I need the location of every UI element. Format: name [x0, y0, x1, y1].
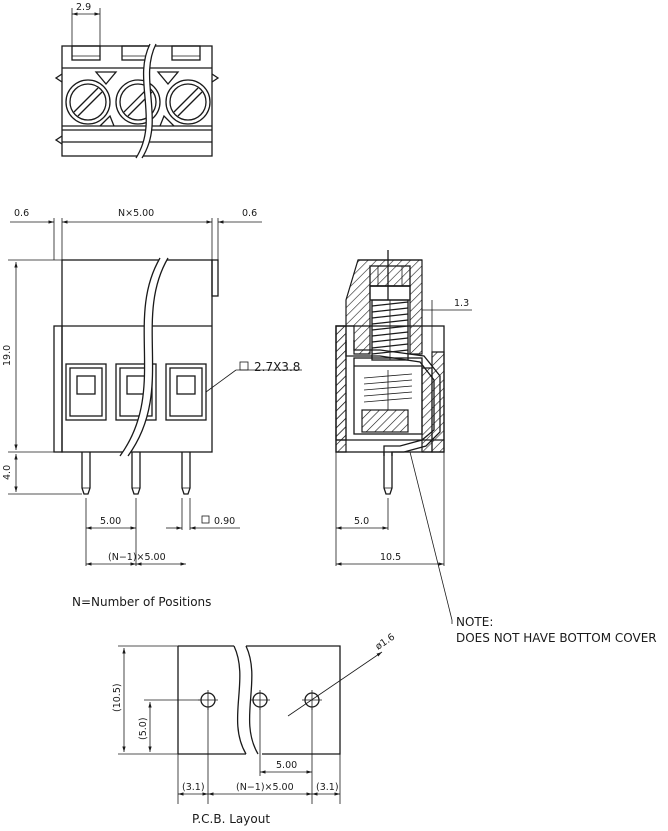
hole-dia-label: ø1.6	[374, 632, 397, 653]
half-height-dim-pcb: (5.0)	[138, 717, 149, 740]
top-view: 2.9	[54, 2, 220, 159]
side-view: 0.6 N×5.00 0.6 19.0 4	[2, 208, 302, 609]
square-label: 2.7X3.8	[254, 360, 300, 374]
pitch-total-dim: (N−1)×5.00	[108, 552, 166, 563]
height-dim: 19.0	[2, 345, 13, 366]
right-offset-dim: 0.6	[242, 208, 257, 219]
offset-dim: 1.3	[454, 298, 469, 309]
top-pitch-dim: 2.9	[76, 2, 91, 13]
positions-note: N=Number of Positions	[72, 595, 211, 609]
hole-1	[198, 690, 218, 710]
half-width-dim: 5.0	[354, 516, 369, 527]
note-body: DOES NOT HAVE BOTTOM COVER	[456, 631, 657, 645]
pitch-dim-pcb: 5.00	[276, 760, 297, 771]
note-title: NOTE:	[456, 615, 493, 629]
right-margin-dim-pcb: (3.1)	[316, 782, 339, 793]
screw-3	[165, 79, 211, 125]
width-dim: 10.5	[380, 552, 401, 563]
section-view: 1.3 5.0 10.5 NOTE: DOES NOT HAVE BOTTOM …	[335, 250, 657, 645]
pitch-dim: 5.00	[100, 516, 121, 527]
screw-2	[115, 79, 161, 125]
pin-length-dim: 4.0	[2, 465, 13, 480]
screw-1	[65, 79, 111, 125]
hole-2	[250, 690, 270, 710]
pcb-layout-title: P.C.B. Layout	[192, 812, 270, 826]
pin-square-dim: 0.90	[214, 516, 235, 527]
pcb-layout: ø1.6 (10.5) (5.0) 5.00 (3.1) (N−1)×5.00 …	[112, 632, 397, 826]
height-dim-pcb: (10.5)	[112, 683, 123, 712]
pitch-total-dim-pcb: (N−1)×5.00	[236, 782, 294, 793]
width-formula-dim: N×5.00	[118, 208, 154, 219]
left-offset-dim: 0.6	[14, 208, 29, 219]
left-margin-dim-pcb: (3.1)	[182, 782, 205, 793]
